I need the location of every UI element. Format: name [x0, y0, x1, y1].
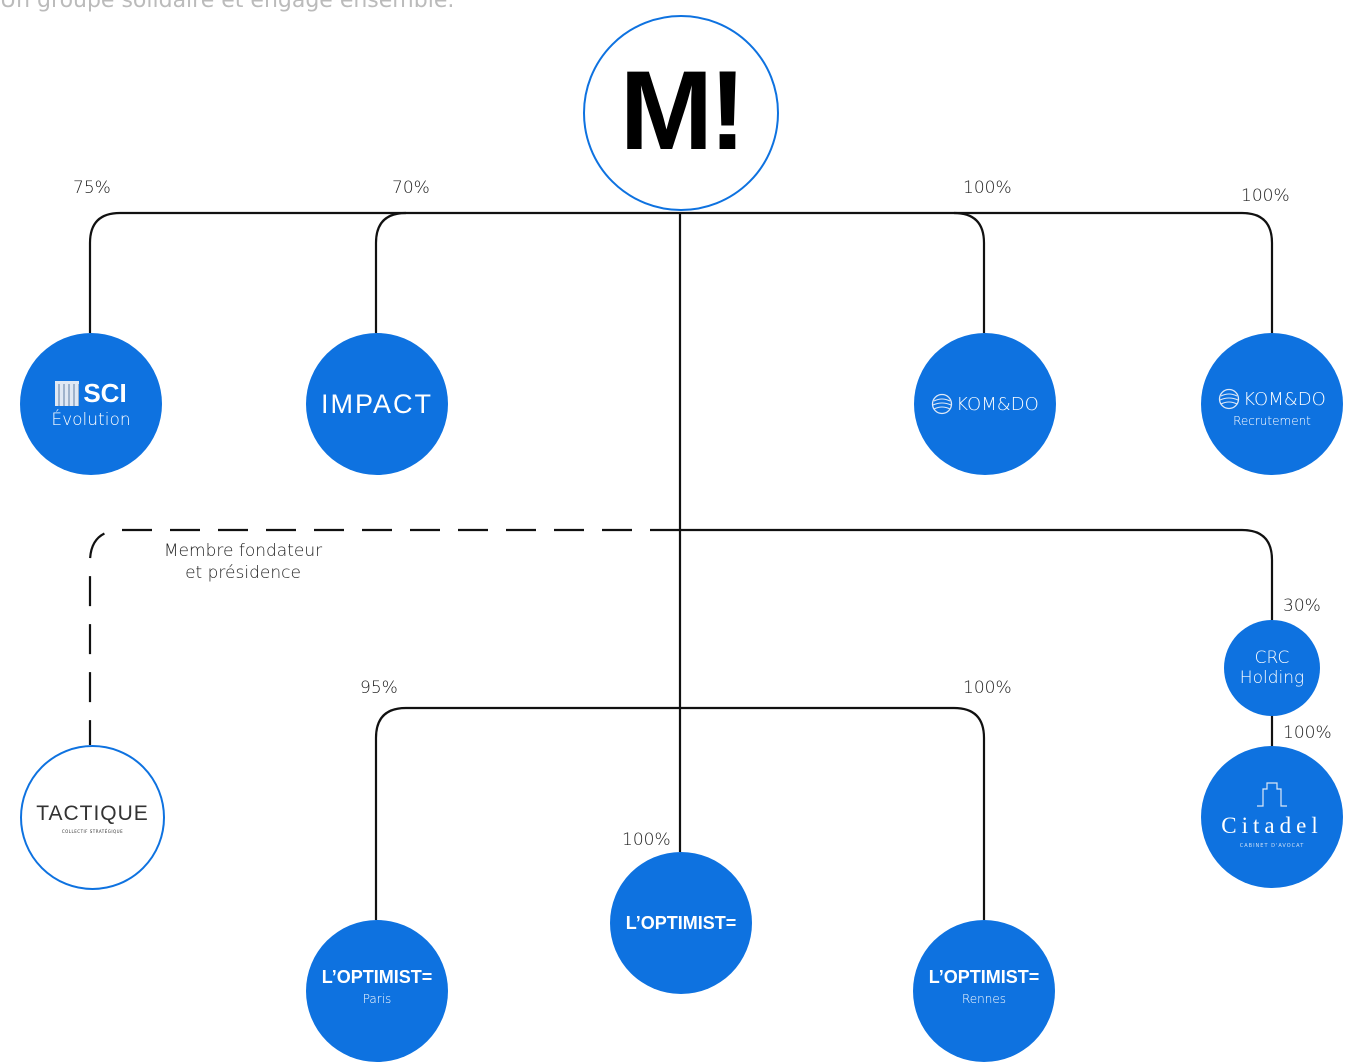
- dashed-note: Membre fondateur et présidence: [148, 540, 338, 584]
- impact-ring-letter: C: [393, 388, 415, 419]
- optimist-paris-title: L’OPTIMIST=: [321, 966, 433, 987]
- node-komdo[interactable]: KOM&DO: [914, 333, 1056, 475]
- komdo-title: KOM&DO: [956, 393, 1039, 415]
- sci-title: SCI: [83, 378, 127, 408]
- pct-citadel: 100%: [1283, 723, 1332, 743]
- optimist-paris-subtitle: Paris: [362, 991, 392, 1006]
- pct-impact: 70%: [392, 178, 430, 198]
- crc-line2: Holding: [1239, 668, 1305, 688]
- globe-icon: [932, 393, 953, 415]
- optimist-center-title: L’OPTIMIST=: [625, 912, 737, 933]
- tactique-title: TACTIQUE: [36, 801, 149, 825]
- globe-icon: [1219, 388, 1240, 410]
- connector-crc-holding: [680, 528, 1274, 620]
- node-citadel[interactable]: Citadel CABINET D'AVOCAT: [1201, 746, 1343, 888]
- impact-logo: IMPACT: [321, 389, 433, 420]
- dashed-note-line1: Membre fondateur: [163, 541, 323, 561]
- node-komdo-recrutement[interactable]: KOM&DO Recrutement: [1201, 333, 1343, 475]
- connector-impact: [374, 211, 407, 333]
- impact-title: IMPA: [320, 388, 393, 419]
- root-node-m[interactable]: M!: [583, 15, 779, 211]
- impact-title-end: T: [414, 388, 433, 419]
- connector-komdo-recrutement: [954, 211, 1274, 333]
- pct-optimist-paris: 95%: [360, 678, 398, 698]
- pct-komdo: 100%: [963, 178, 1012, 198]
- node-sci-evolution[interactable]: SCI Évolution: [20, 333, 162, 475]
- sci-subtitle: Évolution: [51, 410, 131, 430]
- pct-sci: 75%: [73, 178, 111, 198]
- node-optimist-center[interactable]: L’OPTIMIST=: [610, 852, 752, 994]
- komdo-recrutement-subtitle: Recrutement: [1233, 414, 1311, 428]
- citadel-subtitle: CABINET D'AVOCAT: [1239, 843, 1305, 849]
- dashed-note-line2: et présidence: [185, 563, 301, 583]
- building-icon: [55, 381, 80, 406]
- node-crc-holding[interactable]: CRC Holding: [1224, 620, 1320, 716]
- node-tactique[interactable]: TACTIQUE COLLECTIF STRATÉGIQUE: [20, 745, 165, 890]
- komdo-recrutement-title: KOM&DO: [1243, 388, 1326, 410]
- crc-line1: CRC: [1254, 648, 1290, 668]
- node-optimist-rennes[interactable]: L’OPTIMIST= Rennes: [913, 920, 1055, 1062]
- root-logo: M!: [619, 47, 747, 173]
- optimist-rennes-subtitle: Rennes: [961, 991, 1007, 1006]
- connector-sci: [88, 211, 680, 333]
- tactique-subtitle: COLLECTIF STRATÉGIQUE: [61, 828, 124, 834]
- node-impact[interactable]: IMPACT: [306, 333, 448, 475]
- columns-icon: [1257, 782, 1287, 807]
- optimist-rennes-title: L’OPTIMIST=: [928, 966, 1040, 987]
- citadel-title: Citadel: [1221, 813, 1323, 838]
- pct-crc-holding: 30%: [1283, 596, 1321, 616]
- pct-komdo-recrutement: 100%: [1241, 186, 1290, 206]
- connector-komdo: [680, 211, 986, 333]
- cropped-heading: Un groupe solidaire et engagé ensemble.: [0, 0, 455, 13]
- pct-optimist-rennes: 100%: [963, 678, 1012, 698]
- pct-optimist-center: 100%: [622, 830, 671, 850]
- connector-tactique-dashed: [88, 528, 680, 745]
- node-optimist-paris[interactable]: L’OPTIMIST= Paris: [306, 920, 448, 1062]
- connector-optimist-paris: [374, 706, 986, 920]
